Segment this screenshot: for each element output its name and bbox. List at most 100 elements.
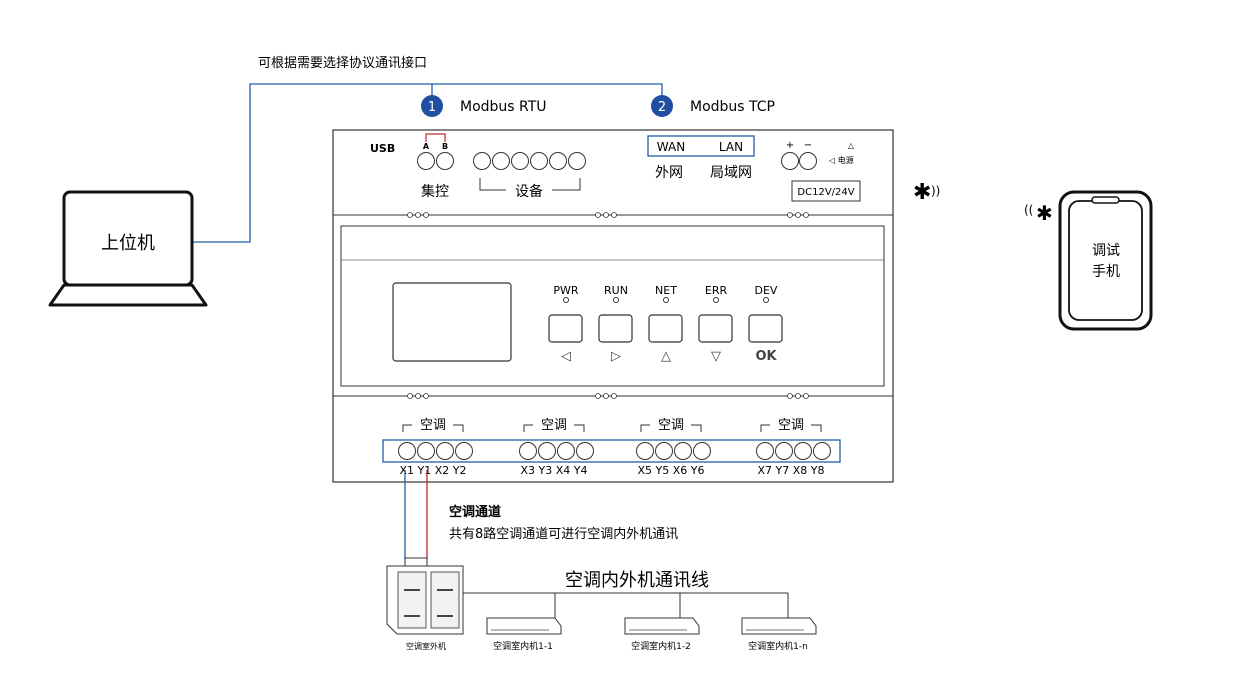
shebei-label: 设备 <box>515 183 543 200</box>
indoor-unit: 空调室内机1-n <box>741 617 817 652</box>
channel-desc: 共有8路空调通道可进行空调内外机通讯 <box>449 526 678 542</box>
led-dev-label: DEV <box>755 284 778 297</box>
debug-phone: 调试 手机 (( ✱ <box>1024 190 1153 331</box>
btn-down <box>698 314 733 343</box>
ac-terminal <box>693 442 711 460</box>
ac-group-title: 空调 <box>420 418 446 433</box>
device-terminals <box>473 152 586 170</box>
btn-right <box>598 314 633 343</box>
ac-terminal-box <box>382 439 841 463</box>
a-label: A <box>423 142 430 151</box>
led-run-label: RUN <box>604 284 628 297</box>
ac-group-title: 空调 <box>658 418 684 433</box>
ok-label: OK <box>755 349 777 364</box>
laptop-base <box>48 283 208 307</box>
outdoor-top-block <box>404 557 428 567</box>
protocol-tcp-name: Modbus TCP <box>690 99 775 115</box>
channel-title: 空调通道 <box>449 504 501 520</box>
badge-1 <box>421 95 443 117</box>
ac-terminal-labels: X3 Y3 X4 Y4 <box>521 464 588 477</box>
outdoor-panel-right <box>430 571 460 629</box>
ac-bracket-right <box>691 424 702 432</box>
led-net <box>663 297 669 303</box>
ac-bracket-left <box>760 424 770 432</box>
ac-terminal <box>576 442 594 460</box>
shebei-bracket-right <box>552 178 581 191</box>
ac-terminal <box>557 442 575 460</box>
indoor-unit-label: 空调室内机1-1 <box>493 640 553 652</box>
minus-label: − <box>804 140 812 151</box>
ac-terminal-labels: X1 Y1 X2 Y2 <box>400 464 467 477</box>
btn-left <box>548 314 583 343</box>
ac-bracket-right <box>453 424 464 432</box>
controller-device: USB A B 集控 设备 WAN LAN 外网 局域网 + − △ ◁ 电源 … <box>332 129 894 483</box>
ac-terminal <box>417 442 435 460</box>
down-arrow-icon: ▽ <box>711 349 721 364</box>
juyuwang-label: 局域网 <box>710 165 752 181</box>
ac-terminal <box>455 442 473 460</box>
ac-terminal-labels: X7 Y7 X8 Y8 <box>758 464 825 477</box>
dc-label: DC12V/24V <box>797 187 854 198</box>
outdoor-unit: 空调室外机 <box>386 557 464 651</box>
ac-group-title: 空调 <box>778 418 804 433</box>
power-terminal-minus <box>799 152 817 170</box>
bus-title: 空调内外机通讯线 <box>565 570 709 591</box>
bluetooth-waves-icon: )) <box>931 184 940 198</box>
phone-speaker <box>1091 196 1120 204</box>
outdoor-panel-left <box>397 571 427 629</box>
computer-label: 上位机 <box>101 233 155 254</box>
led-pwr-label: PWR <box>553 284 579 297</box>
shebei-bracket-left <box>479 178 506 191</box>
led-run <box>613 297 619 303</box>
power-terminal-plus <box>781 152 799 170</box>
led-err <box>713 297 719 303</box>
ac-bracket-left <box>402 424 412 432</box>
ac-bracket-left <box>640 424 650 432</box>
ab-bracket <box>425 133 446 142</box>
bus-line <box>463 592 556 618</box>
phone-line1: 调试 <box>1092 243 1120 259</box>
phone-bluetooth-icon: ✱ <box>1036 201 1053 225</box>
ac-bracket-right <box>811 424 822 432</box>
ac-terminal <box>655 442 673 460</box>
badge-1-num: 1 <box>428 100 436 115</box>
lan-label: LAN <box>719 140 743 154</box>
protocol-tcp: 2 Modbus TCP <box>651 95 775 117</box>
ac-terminal <box>436 442 454 460</box>
indoor-unit-body <box>624 617 700 635</box>
indoor-unit: 空调室内机1-1 <box>486 617 562 652</box>
ac-terminal <box>519 442 537 460</box>
wan-lan-box <box>647 135 755 157</box>
ac-terminal <box>398 442 416 460</box>
ac-terminal <box>775 442 793 460</box>
indoor-units: 空调室内机1-1 空调室内机1-2 空调室内机1-n <box>486 617 817 652</box>
ac-bracket-left <box>523 424 533 432</box>
btn-ok <box>748 314 783 343</box>
plus-label: + <box>786 140 794 151</box>
outdoor-label: 空调室外机 <box>406 641 446 651</box>
badge-2 <box>651 95 673 117</box>
warning-icon: △ <box>848 141 855 150</box>
indoor-unit-label: 空调室内机1-2 <box>631 640 691 652</box>
ac-terminal <box>674 442 692 460</box>
ac-group: 空调 X7 Y7 X8 Y8 <box>756 418 831 477</box>
terminal-b <box>436 152 454 170</box>
wan-label: WAN <box>657 140 685 154</box>
up-arrow-icon: △ <box>661 349 671 364</box>
dc-box <box>791 180 861 202</box>
ac-bracket-right <box>574 424 585 432</box>
button-row <box>548 314 783 343</box>
ac-terminal <box>756 442 774 460</box>
led-err-label: ERR <box>705 284 728 297</box>
terminal-a <box>417 152 435 170</box>
phone-bluetooth-waves-icon: (( <box>1024 203 1033 217</box>
ac-terminal <box>538 442 556 460</box>
left-arrow-icon: ◁ <box>561 349 571 364</box>
ac-terminal <box>794 442 812 460</box>
power-label: ◁ 电源 <box>828 155 854 165</box>
rail-dots <box>407 212 809 399</box>
